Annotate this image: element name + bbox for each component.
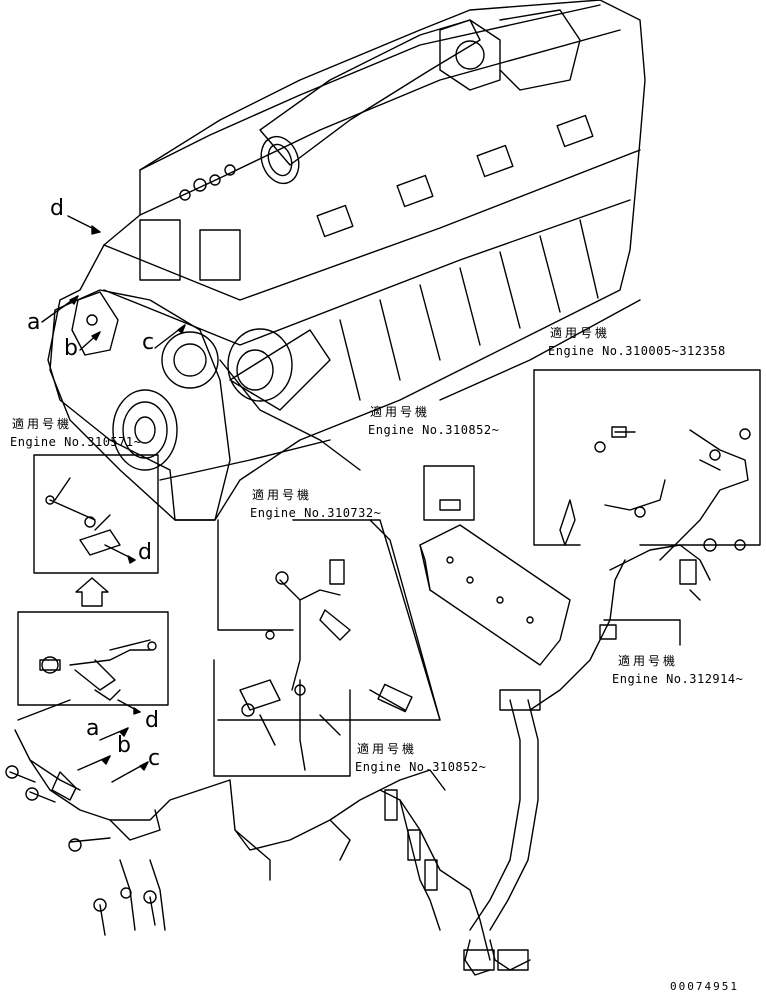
callout-letter-b: b bbox=[117, 733, 131, 758]
applicability-label-jp: 適用号機 bbox=[370, 405, 431, 419]
callout-letter-d: d bbox=[50, 196, 64, 221]
applicability-label-jp: 適用号機 bbox=[12, 417, 73, 431]
detail-box-310571 bbox=[33, 454, 159, 574]
applicability-label-jp: 適用号機 bbox=[357, 742, 418, 756]
detail-box-310005 bbox=[533, 369, 761, 561]
callout-letter-b: b bbox=[64, 336, 78, 361]
callout-letter-c: c bbox=[142, 330, 155, 355]
detail-box-left-lower bbox=[17, 611, 169, 721]
main-harness bbox=[199, 559, 626, 976]
applicability-label-jp: 適用号機 bbox=[618, 654, 679, 668]
callout-letter-d: d bbox=[138, 540, 152, 565]
applicability-engine-number: Engine No.310005~312358 bbox=[548, 344, 726, 358]
detail-box-310852-b bbox=[213, 659, 351, 777]
applicability-label-jp: 適用号機 bbox=[252, 488, 313, 502]
callout-letter-d: d bbox=[145, 708, 159, 733]
up-arrow-icon bbox=[75, 577, 109, 607]
lower-left-harness bbox=[5, 727, 201, 936]
applicability-engine-number: Engine No.312914~ bbox=[612, 672, 744, 686]
detail-box-312914 bbox=[599, 538, 746, 646]
callout-letter-a: a bbox=[86, 716, 100, 741]
applicability-label-jp: 適用号機 bbox=[550, 326, 611, 340]
applicability-engine-number: Engine No.310852~ bbox=[355, 760, 487, 774]
engine-callout-arrows bbox=[41, 215, 186, 351]
callout-letter-a: a bbox=[27, 310, 41, 335]
applicability-engine-number: Engine No.310732~ bbox=[250, 506, 382, 520]
callout-letter-c: c bbox=[148, 746, 161, 771]
applicability-engine-number: Engine No.310852~ bbox=[368, 423, 500, 437]
drawing-number: 00074951 bbox=[670, 980, 739, 993]
detail-box-310732 bbox=[217, 519, 441, 721]
engine-block bbox=[47, 0, 646, 521]
bracket-plate bbox=[369, 465, 571, 721]
applicability-engine-number: Engine No.310571~ bbox=[10, 435, 142, 449]
